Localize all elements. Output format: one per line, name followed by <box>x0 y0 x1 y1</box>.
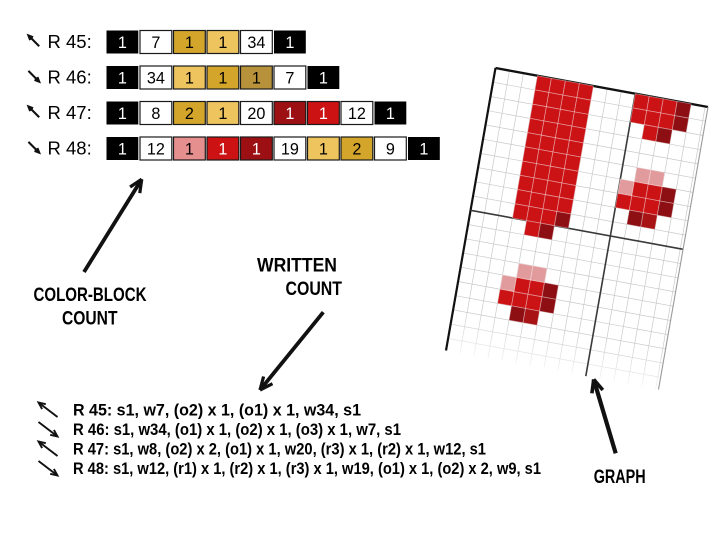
svg-text:7: 7 <box>285 69 294 87</box>
svg-text:R 48:: R 48: <box>48 138 92 159</box>
svg-text:1: 1 <box>185 34 194 52</box>
svg-text:1: 1 <box>118 69 127 87</box>
svg-text:34: 34 <box>247 34 265 52</box>
svg-text:1: 1 <box>218 34 227 52</box>
svg-text:12: 12 <box>147 140 165 158</box>
svg-text:12: 12 <box>348 105 366 123</box>
svg-text:1: 1 <box>118 34 127 52</box>
svg-text:R 48: s1, w12, (r1) x 1, (r2): R 48: s1, w12, (r1) x 1, (r2) x 1, (r3) … <box>73 460 541 478</box>
svg-text:R 47:: R 47: <box>48 102 92 123</box>
svg-text:1: 1 <box>319 105 328 123</box>
svg-text:1: 1 <box>218 69 227 87</box>
svg-text:1: 1 <box>118 105 127 123</box>
svg-text:1: 1 <box>218 140 227 158</box>
svg-text:7: 7 <box>151 34 160 52</box>
svg-text:1: 1 <box>218 105 227 123</box>
svg-text:8: 8 <box>151 105 160 123</box>
svg-text:1: 1 <box>285 105 294 123</box>
svg-text:COUNT: COUNT <box>62 309 118 330</box>
svg-text:34: 34 <box>147 69 165 87</box>
svg-text:R 47: s1, w8, (o2) x 2, (o1) x: R 47: s1, w8, (o2) x 2, (o1) x 1, w20, (… <box>73 441 486 459</box>
svg-text:1: 1 <box>285 34 294 52</box>
svg-text:2: 2 <box>352 140 361 158</box>
svg-text:GRAPH: GRAPH <box>594 467 646 488</box>
svg-text:1: 1 <box>118 140 127 158</box>
svg-text:COUNT: COUNT <box>286 279 343 300</box>
svg-text:1: 1 <box>319 69 328 87</box>
svg-text:1: 1 <box>419 140 428 158</box>
svg-text:1: 1 <box>185 140 194 158</box>
svg-text:1: 1 <box>185 69 194 87</box>
svg-text:2: 2 <box>185 105 194 123</box>
svg-text:COLOR-BLOCK: COLOR-BLOCK <box>34 285 147 306</box>
svg-text:1: 1 <box>252 69 261 87</box>
svg-text:1: 1 <box>252 140 261 158</box>
svg-text:R 46: s1, w34, (o1) x 1, (o2): R 46: s1, w34, (o1) x 1, (o2) x 1, (o3) … <box>73 421 401 439</box>
svg-text:9: 9 <box>386 140 395 158</box>
svg-text:1: 1 <box>319 140 328 158</box>
svg-text:R 46:: R 46: <box>48 67 92 88</box>
svg-text:20: 20 <box>247 105 265 123</box>
svg-text:WRITTEN: WRITTEN <box>257 256 337 277</box>
svg-text:19: 19 <box>281 140 299 158</box>
svg-text:R 45:: R 45: <box>48 31 92 52</box>
svg-text:R 45: s1, w7, (o2) x 1, (o1) x: R 45: s1, w7, (o2) x 1, (o1) x 1, w34, s… <box>73 402 361 420</box>
svg-text:1: 1 <box>386 105 395 123</box>
